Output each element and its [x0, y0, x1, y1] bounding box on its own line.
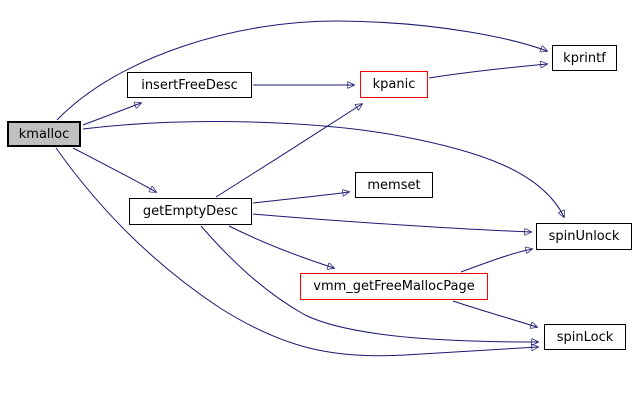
node-kmalloc: kmalloc	[7, 121, 81, 147]
edge-kmalloc-insertFreeDesc	[82, 103, 141, 126]
edge-vmm_getFreeMallocPage-spinLock	[452, 300, 537, 327]
node-getEmptyDesc[interactable]: getEmptyDesc	[129, 198, 252, 225]
edge-getEmptyDesc-memset	[252, 192, 349, 204]
node-vmm_getFreeMallocPage-label: vmm_getFreeMallocPage	[313, 279, 475, 294]
node-getEmptyDesc-label: getEmptyDesc	[142, 204, 239, 219]
edge-kpanic-kprintf	[428, 64, 547, 79]
edge-getEmptyDesc-spinLock	[200, 225, 538, 342]
node-insertFreeDesc[interactable]: insertFreeDesc	[127, 72, 252, 98]
edge-getEmptyDesc-spinUnlock	[252, 213, 531, 232]
edge-kmalloc-spinLock	[55, 147, 538, 357]
edge-kmalloc-spinUnlock	[82, 121, 564, 217]
node-kpanic[interactable]: kpanic	[360, 71, 428, 98]
node-spinLock[interactable]: spinLock	[544, 324, 626, 350]
node-kprintf-label: kprintf	[563, 50, 606, 66]
edge-kmalloc-kprintf	[56, 20, 547, 121]
node-spinUnlock-label: spinUnlock	[548, 229, 620, 244]
edge-getEmptyDesc-kpanic	[215, 104, 362, 198]
edge-vmm_getFreeMallocPage-spinUnlock	[460, 249, 532, 273]
node-kmalloc-label: kmalloc	[18, 126, 70, 142]
node-kpanic-label: kpanic	[372, 77, 416, 92]
node-kprintf[interactable]: kprintf	[552, 45, 617, 71]
node-spinUnlock[interactable]: spinUnlock	[536, 223, 632, 250]
node-insertFreeDesc-label: insertFreeDesc	[141, 77, 238, 93]
edge-kmalloc-getEmptyDesc	[72, 147, 156, 192]
node-memset-label: memset	[367, 177, 421, 193]
node-spinLock-label: spinLock	[556, 329, 614, 345]
node-memset[interactable]: memset	[355, 172, 433, 198]
edge-getEmptyDesc-vmm_getFreeMallocPage	[228, 225, 334, 268]
node-vmm_getFreeMallocPage[interactable]: vmm_getFreeMallocPage	[300, 273, 488, 300]
